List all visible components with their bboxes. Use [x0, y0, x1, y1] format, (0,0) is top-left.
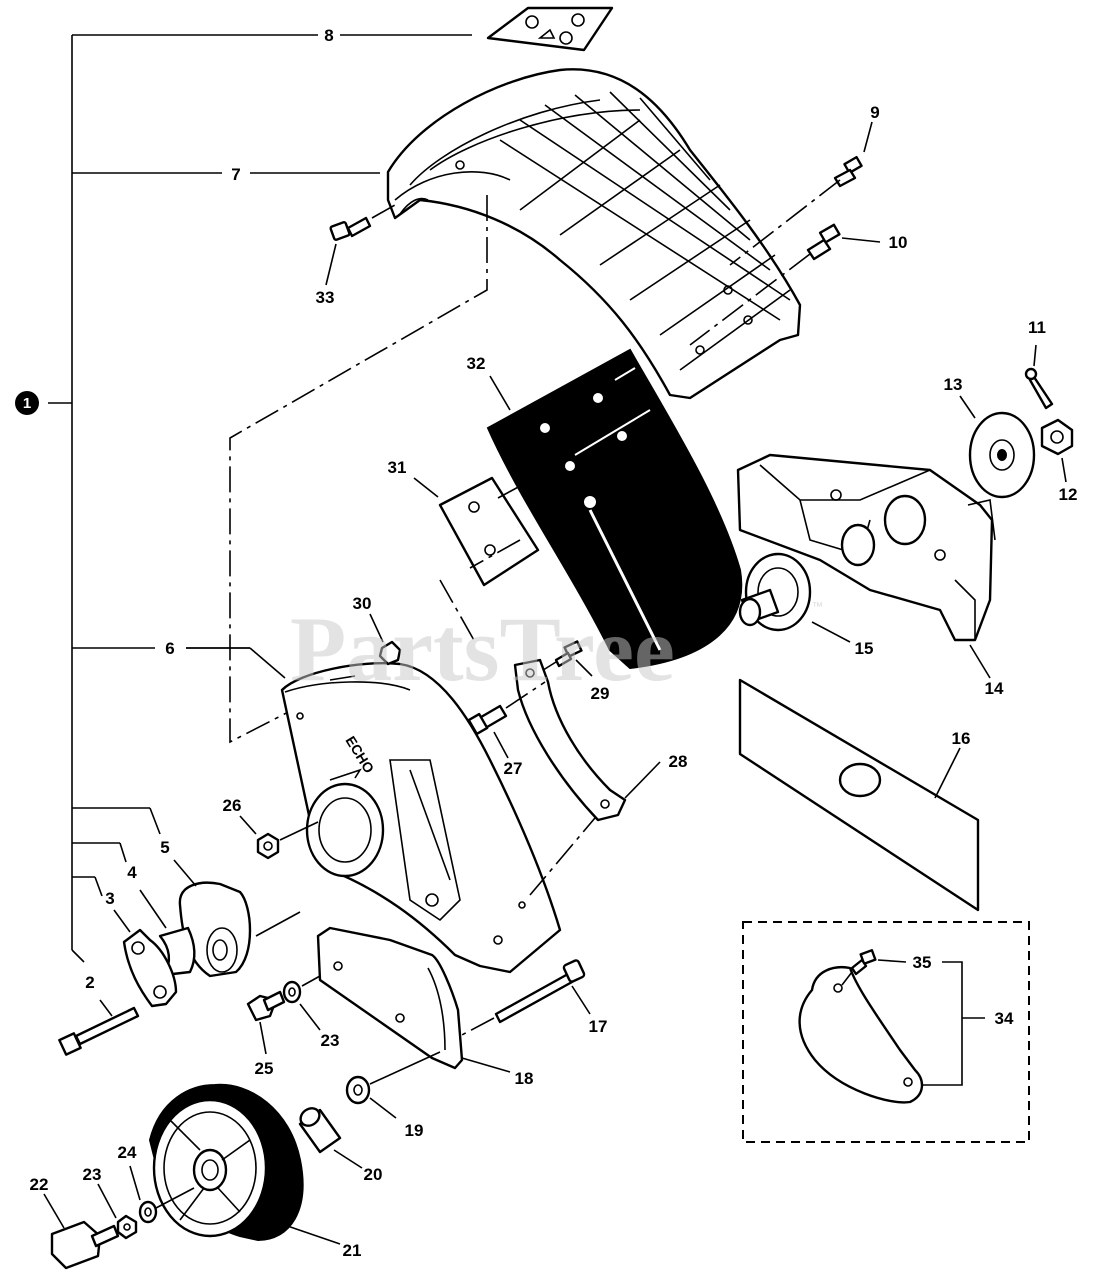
part-2-bolt[interactable]: [58, 999, 140, 1056]
part-28-bracket[interactable]: [513, 658, 661, 822]
callout-23-lower[interactable]: 23: [83, 1165, 102, 1184]
part-9-screw[interactable]: [729, 121, 873, 266]
callout-28[interactable]: 28: [669, 752, 688, 771]
callout-33[interactable]: 33: [316, 288, 335, 307]
callout-4[interactable]: 4: [127, 863, 137, 882]
part-19-washer[interactable]: [345, 1051, 441, 1119]
callout-15[interactable]: 15: [855, 639, 874, 658]
callout-18[interactable]: 18: [515, 1069, 534, 1088]
callout-26[interactable]: 26: [223, 796, 242, 815]
part-13-washer[interactable]: [959, 395, 1036, 499]
part-29-screw[interactable]: [539, 640, 593, 677]
part-10-screw[interactable]: [689, 223, 881, 346]
callout-24[interactable]: 24: [118, 1143, 137, 1162]
watermark: PartsTree: [290, 598, 675, 700]
part-25-bolt[interactable]: [246, 990, 286, 1055]
callout-labels: 2 3 4 5 6 7 8 9 10 11 12 13 14 15 16 17 …: [30, 26, 1078, 1260]
assembly-badge[interactable]: [15, 391, 39, 415]
part-20-spacer[interactable]: [297, 1105, 363, 1169]
part-27-bolt[interactable]: [467, 681, 546, 759]
callout-5[interactable]: 5: [160, 838, 169, 857]
callout-12[interactable]: 12: [1059, 485, 1078, 504]
callout-32[interactable]: 32: [467, 354, 486, 373]
callout-30[interactable]: 30: [353, 594, 372, 613]
part-15-spindle[interactable]: [738, 552, 851, 643]
callout-14[interactable]: 14: [985, 679, 1004, 698]
part-11-cotter-pin[interactable]: [1024, 344, 1054, 410]
assembly-badge-label: 1: [23, 395, 31, 412]
callout-7[interactable]: 7: [231, 165, 240, 184]
part-7-upper-guard[interactable]: [386, 68, 802, 400]
part-3-clamp[interactable]: [94, 876, 178, 1008]
callout-25[interactable]: 25: [255, 1059, 274, 1078]
callout-9[interactable]: 9: [870, 103, 879, 122]
callout-21[interactable]: 21: [343, 1241, 362, 1260]
callout-35[interactable]: 35: [913, 953, 932, 972]
callout-6[interactable]: 6: [165, 639, 174, 658]
part-23-nut-lower[interactable]: [97, 1183, 138, 1240]
part-17-bolt[interactable]: [459, 959, 591, 1037]
callout-17[interactable]: 17: [589, 1017, 608, 1036]
part-12-nut[interactable]: [1040, 418, 1074, 483]
part-34-guard-extension[interactable]: [798, 961, 985, 1104]
part-32-flap[interactable]: [486, 348, 743, 670]
part-21-wheel[interactable]: [148, 1083, 341, 1245]
part-8-decal[interactable]: [486, 6, 614, 52]
callout-2[interactable]: 2: [85, 973, 94, 992]
part-33-screw[interactable]: [325, 204, 396, 286]
callout-16[interactable]: 16: [952, 729, 971, 748]
callout-8[interactable]: 8: [324, 26, 333, 45]
part-23-washer-upper[interactable]: [282, 975, 321, 1031]
part-26-nut[interactable]: [239, 815, 319, 860]
callout-10[interactable]: 10: [889, 233, 908, 252]
callout-22[interactable]: 22: [30, 1175, 49, 1194]
callout-29[interactable]: 29: [591, 684, 610, 703]
callout-34[interactable]: 34: [995, 1009, 1014, 1028]
callout-23-upper[interactable]: 23: [321, 1031, 340, 1050]
callout-13[interactable]: 13: [944, 375, 963, 394]
callout-3[interactable]: 3: [105, 889, 114, 908]
part-30-nut[interactable]: [369, 613, 402, 666]
callout-31[interactable]: 31: [388, 458, 407, 477]
callout-27[interactable]: 27: [504, 759, 523, 778]
part-18-plate[interactable]: [316, 926, 511, 1073]
part-35-screw[interactable]: [841, 949, 907, 986]
part-14-gear-case[interactable]: [736, 453, 996, 679]
part-24-washer[interactable]: [129, 1165, 195, 1224]
callout-20[interactable]: 20: [364, 1165, 383, 1184]
part-16-blade[interactable]: [738, 678, 980, 912]
assembly-bracket: 1: [15, 34, 472, 963]
part-6-lower-guard[interactable]: ECHO: [186, 647, 601, 974]
part-22-t-knob[interactable]: [43, 1193, 120, 1270]
inset-kit-box: [742, 921, 1030, 1143]
part-31-plate[interactable]: [413, 476, 540, 643]
callout-11[interactable]: 11: [1028, 318, 1046, 337]
watermark-tm: ™: [812, 601, 823, 613]
callout-19[interactable]: 19: [405, 1121, 424, 1140]
